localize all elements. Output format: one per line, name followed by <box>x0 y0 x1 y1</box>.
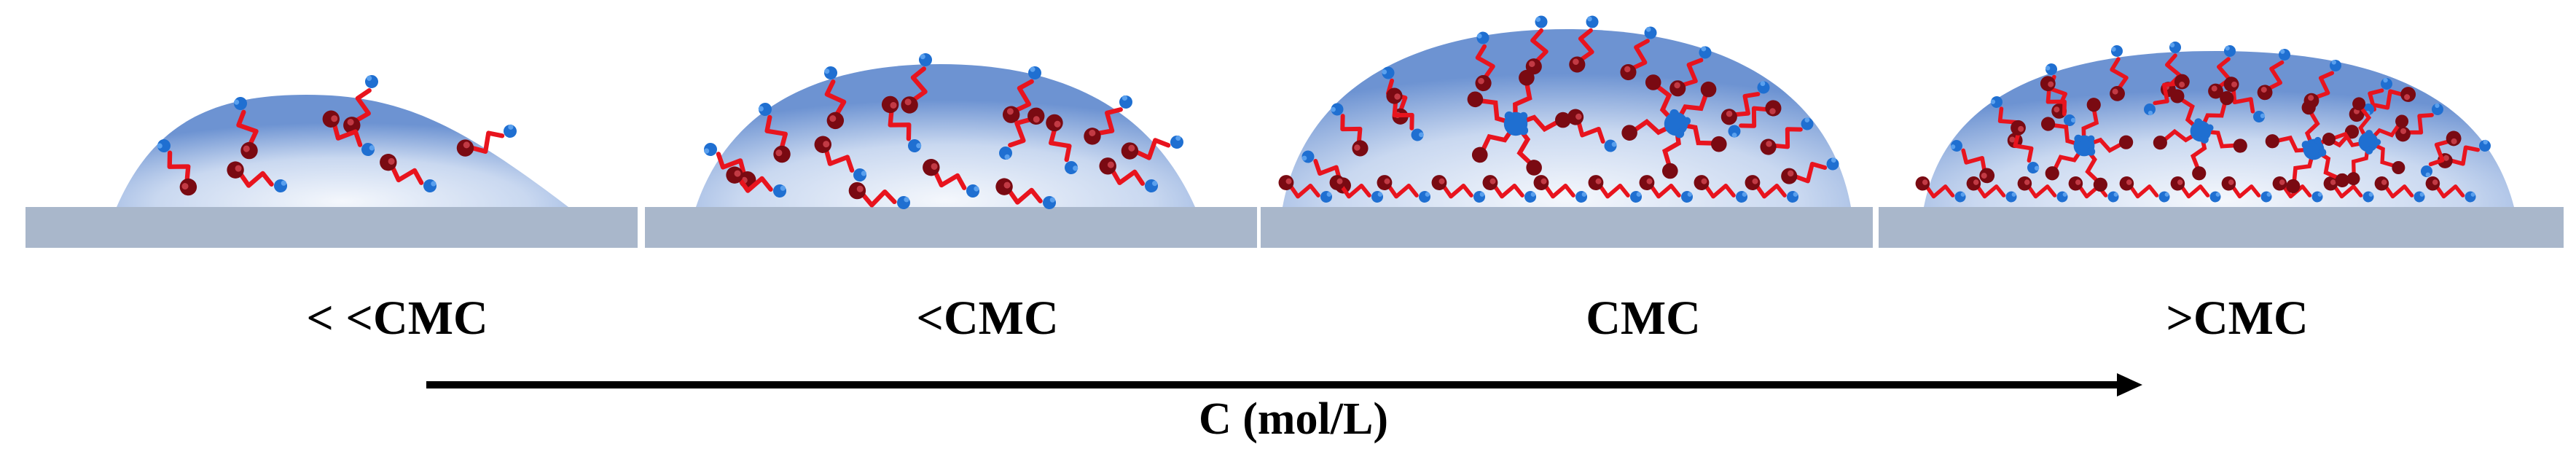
concentration-arrow <box>426 373 2142 397</box>
droplet <box>117 95 568 207</box>
panel-4 <box>1879 42 2564 248</box>
axis-label: C (mol/L) <box>1198 394 1389 444</box>
panel-2 <box>645 50 1257 248</box>
droplet <box>1924 51 2514 207</box>
substrate <box>645 207 1257 248</box>
panel-label-3: CMC <box>1586 292 1701 345</box>
droplet <box>696 64 1195 207</box>
panel-label-4: >CMC <box>2166 292 2309 345</box>
panel-3 <box>1261 13 1873 248</box>
substrate <box>1879 207 2564 248</box>
panel-label-1: < <CMC <box>306 292 488 345</box>
panel-1 <box>26 71 638 248</box>
substrate <box>26 207 638 248</box>
substrate <box>1261 207 1873 248</box>
panel-label-2: <CMC <box>916 292 1059 345</box>
